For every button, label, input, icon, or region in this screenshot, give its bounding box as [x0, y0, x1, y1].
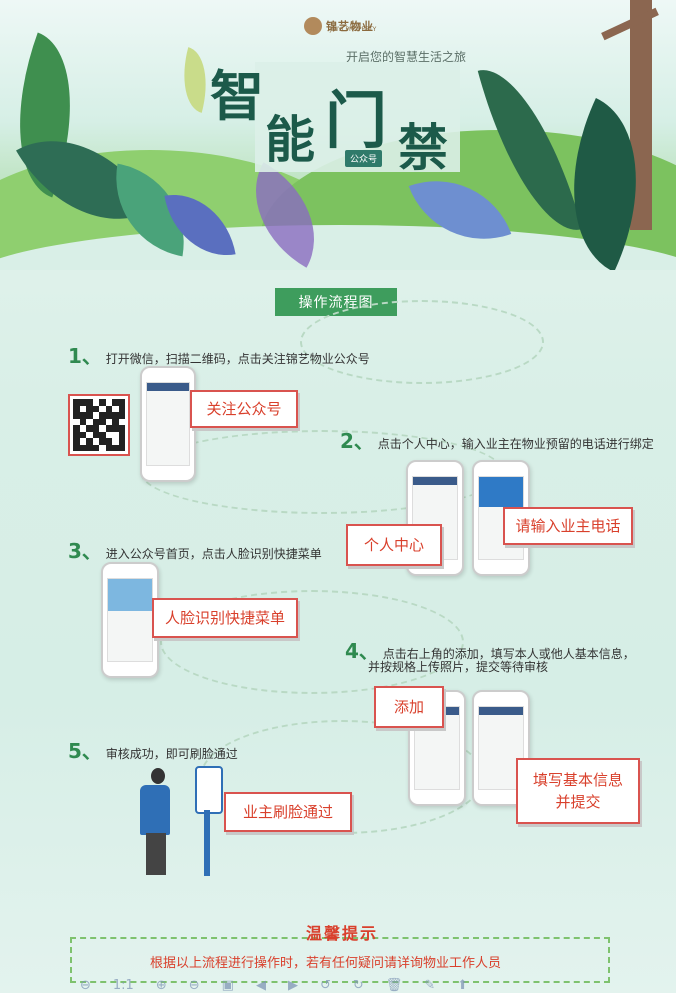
dashed-path: [300, 300, 544, 384]
tip-box: [70, 937, 610, 983]
logo-mark-icon: [304, 17, 322, 35]
title-char-4: 禁: [398, 118, 448, 177]
title-char-3: 门: [325, 84, 388, 157]
callout-face-pass: 业主刷脸通过: [224, 792, 352, 832]
title-char-1: 智: [210, 64, 264, 128]
phone-navbar: [413, 477, 457, 485]
callout-fill-info: 填写基本信息 并提交: [516, 758, 640, 824]
callout-line-1: 填写基本信息: [532, 770, 623, 789]
delete-icon[interactable]: 🗑: [385, 978, 403, 993]
zoom-reset-icon[interactable]: ⊖: [80, 978, 91, 993]
step-5: 5、 审核成功，即可刷脸通过: [68, 735, 238, 764]
step-text: 打开微信，扫描二维码，点击关注锦艺物业公众号: [105, 352, 370, 366]
phone-screen: [107, 578, 153, 662]
phone-navbar: [479, 707, 523, 715]
step-4-line-2: 并按规格上传照片，提交等待审核: [368, 660, 549, 674]
company-logo: 锦艺物业: [304, 10, 384, 42]
wechat-badge: 公众号: [345, 150, 383, 167]
person-legs: [146, 833, 166, 875]
face-gate-icon: [195, 766, 223, 814]
step-number: 2、: [340, 429, 374, 453]
rotate-left-icon[interactable]: ↺: [319, 978, 331, 993]
next-icon[interactable]: ▶: [287, 978, 298, 993]
callout-personal-center: 个人中心: [346, 524, 442, 566]
callout-follow: 关注公众号: [190, 390, 298, 428]
logo-text: 锦艺物业: [326, 20, 374, 33]
slogan: 开启您的智慧生活之旅: [346, 50, 467, 64]
step-text: 审核成功，即可刷脸通过: [105, 747, 238, 761]
step-1: 1、 打开微信，扫描二维码，点击关注锦艺物业公众号: [68, 340, 370, 369]
step-4: 4、 点击右上角的添加，填写本人或他人基本信息，: [345, 635, 635, 664]
zoom-in-icon[interactable]: ⊕: [155, 978, 167, 993]
logo-subtitle: JINYI PROPERTY: [330, 26, 377, 33]
step-3: 3、 进入公众号首页，点击人脸识别快捷菜单: [68, 535, 322, 564]
person-body: [140, 785, 170, 835]
rotate-right-icon[interactable]: ↻: [352, 978, 364, 993]
person-head: [151, 768, 165, 784]
upload-icon[interactable]: ⬆: [457, 978, 469, 993]
header-illustration: 锦艺物业 JINYI PROPERTY 开启您的智慧生活之旅 智 能 门 禁 公…: [0, 0, 676, 270]
phone-mockup: [101, 562, 159, 678]
callout-face-menu: 人脸识别快捷菜单: [152, 598, 298, 638]
actual-size-icon[interactable]: 1:1: [112, 978, 134, 993]
phone-navbar: [108, 579, 152, 611]
fit-page-icon[interactable]: ▣: [221, 978, 234, 993]
tip-title: 温馨提示: [306, 924, 379, 943]
step-text: 点击右上角的添加，填写本人或他人基本信息，: [382, 647, 635, 661]
step-text: 进入公众号首页，点击人脸识别快捷菜单: [105, 547, 322, 561]
edit-icon[interactable]: ✎: [424, 978, 436, 993]
qr-code: [68, 394, 130, 456]
dashed-path: [160, 590, 464, 694]
step-number: 1、: [68, 344, 102, 368]
gate-pole: [204, 810, 210, 876]
zoom-out-icon[interactable]: ⊖: [188, 978, 200, 993]
step-2: 2、 点击个人中心，输入业主在物业预留的电话进行绑定: [340, 425, 654, 454]
tip-text: 根据以上流程进行操作时，若有任何疑问请详询物业工作人员: [150, 956, 502, 971]
phone-navbar: [479, 477, 523, 507]
callout-add: 添加: [374, 686, 444, 728]
step-number: 3、: [68, 539, 102, 563]
step-number: 4、: [345, 639, 379, 663]
title-char-2: 能: [265, 110, 315, 169]
callout-phone-input: 请输入业主电话: [503, 507, 633, 545]
step-number: 5、: [68, 739, 102, 763]
phone-navbar: [147, 383, 189, 391]
callout-line-2: 并提交: [555, 793, 601, 811]
prev-icon[interactable]: ◀: [255, 978, 266, 993]
viewer-toolbar: ⊖ 1:1 ⊕ ⊖ ▣ ◀ ▶ ↺ ↻ 🗑 ✎ ⬆: [0, 978, 676, 993]
phone-mockup: [140, 366, 196, 482]
step-text: 点击个人中心，输入业主在物业预留的电话进行绑定: [377, 437, 654, 451]
phone-screen: [146, 382, 190, 466]
